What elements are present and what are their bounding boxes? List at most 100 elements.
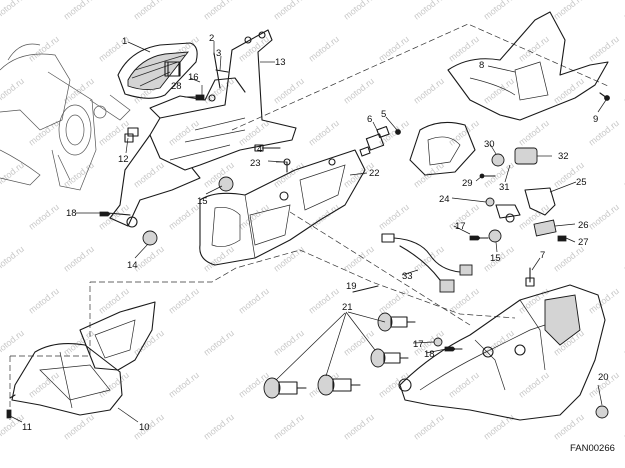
watermark-text: motod.ru [482, 328, 516, 358]
watermark-text: motod.ru [552, 0, 586, 22]
callout-25: 25 [576, 177, 587, 188]
callout-19: 19 [346, 281, 357, 292]
watermark-text: motod.ru [552, 76, 586, 106]
lower-side-panels [6, 301, 156, 419]
callout-17b: 17 [413, 339, 424, 350]
right-bracket [469, 187, 567, 287]
watermark-text: motod.ru [97, 370, 131, 400]
watermark-text: motod.ru [202, 328, 236, 358]
frame [0, 43, 131, 191]
upper-fairing [409, 11, 610, 176]
watermark-text: motod.ru [587, 34, 621, 64]
watermark-text: motod.ru [62, 160, 96, 190]
watermark-text: motod.ru [307, 286, 341, 316]
watermark-text: motod.ru [27, 286, 61, 316]
hardware-left [99, 94, 216, 217]
callout-18b: 18 [424, 349, 435, 360]
callout-18a: 18 [66, 208, 77, 219]
callout-31: 31 [499, 182, 510, 193]
connector-parts [254, 125, 401, 173]
watermark-text: motod.ru [307, 34, 341, 64]
hardware-headlight [433, 337, 463, 352]
callout-14: 14 [127, 260, 138, 271]
callout-27: 27 [578, 237, 589, 248]
watermark-text: motod.ru [517, 118, 551, 148]
inner-fairing [199, 149, 366, 266]
watermark-text: motod.ru [27, 202, 61, 232]
watermark-text: motod.ru [377, 202, 411, 232]
watermark-text: motod.ru [307, 118, 341, 148]
watermark-text: motod.ru [237, 118, 271, 148]
watermark-text: motod.ru [62, 76, 96, 106]
callout-32: 32 [558, 151, 569, 162]
headlight-assembly [398, 284, 609, 421]
callout-4: 4 [257, 144, 262, 155]
watermark-text: motod.ru [167, 370, 201, 400]
watermark-text: motod.ru [167, 118, 201, 148]
callout-20: 20 [598, 372, 609, 383]
watermark-text: motod.ru [97, 202, 131, 232]
watermark-text: motod.ru [132, 0, 166, 22]
watermark-text: motod.ru [272, 76, 306, 106]
callout-13: 13 [275, 57, 286, 68]
watermark-text: motod.ru [342, 412, 376, 442]
front-subframe [109, 29, 297, 246]
watermark-text: motod.ru [202, 0, 236, 22]
watermark-text: motod.ru [412, 0, 446, 22]
watermark-text: motod.ru [167, 286, 201, 316]
watermark-text: motod.ru [62, 412, 96, 442]
watermark-text: motod.ru [132, 160, 166, 190]
watermark-text: motod.ru [342, 244, 376, 274]
leader-lines [9, 41, 607, 423]
watermark-text: motod.ru [482, 76, 516, 106]
watermark-text: motod.ru [0, 76, 26, 106]
watermark-text: motod.ru [0, 244, 26, 274]
callout-29: 29 [462, 178, 473, 189]
watermark-text: motod.ru [272, 0, 306, 22]
watermark-text: motod.ru [272, 244, 306, 274]
bulbs [263, 285, 416, 399]
watermark-text: motod.ru [202, 244, 236, 274]
callout-21: 21 [342, 302, 353, 313]
callout-11: 11 [22, 422, 32, 433]
watermark-text: motod.ru [272, 412, 306, 442]
watermark-text: motod.ru [587, 286, 621, 316]
watermark-text: motod.ru [412, 412, 446, 442]
watermark-text: motod.ru [377, 370, 411, 400]
callout-labels: 1 2 3 4 5 6 7 8 9 10 11 12 13 14 15 15 1… [22, 33, 609, 433]
callout-12: 12 [118, 154, 129, 165]
watermark-text: motod.ru [62, 328, 96, 358]
callout-24: 24 [439, 194, 450, 205]
watermark-text: motod.ru [552, 244, 586, 274]
watermark-text: motod.ru [342, 76, 376, 106]
watermark-text: motod.ru [97, 118, 131, 148]
watermark-text: motod.ru [167, 202, 201, 232]
watermark-text: motod.ru [517, 34, 551, 64]
watermark-text: motod.ru [412, 244, 446, 274]
watermark-text: motod.ru [132, 328, 166, 358]
callout-9: 9 [593, 114, 598, 125]
callout-23: 23 [250, 158, 261, 169]
callout-16: 16 [188, 72, 199, 83]
watermark-text: motod.ru [202, 412, 236, 442]
callout-30: 30 [484, 139, 495, 150]
watermark-text: motod.ru [342, 328, 376, 358]
watermark-text: motod.ru [0, 328, 26, 358]
callout-5: 5 [381, 109, 386, 120]
watermark-text: motod.ru [97, 286, 131, 316]
watermark-text: motod.ru [517, 370, 551, 400]
callout-15a: 15 [197, 196, 208, 207]
callout-3: 3 [216, 48, 221, 59]
watermark-text: motod.ru [62, 244, 96, 274]
callout-26: 26 [578, 220, 589, 231]
watermark-text: motod.ru [272, 328, 306, 358]
watermark-text: motod.ru [377, 34, 411, 64]
diagram-code: FAN00266 [570, 443, 615, 454]
watermark-text: motod.ru [587, 118, 621, 148]
callout-7: 7 [540, 250, 545, 261]
watermark-text: motod.ru [0, 0, 26, 22]
callout-33: 33 [402, 271, 413, 282]
callout-10: 10 [139, 422, 150, 433]
watermark-text: motod.ru [62, 0, 96, 22]
